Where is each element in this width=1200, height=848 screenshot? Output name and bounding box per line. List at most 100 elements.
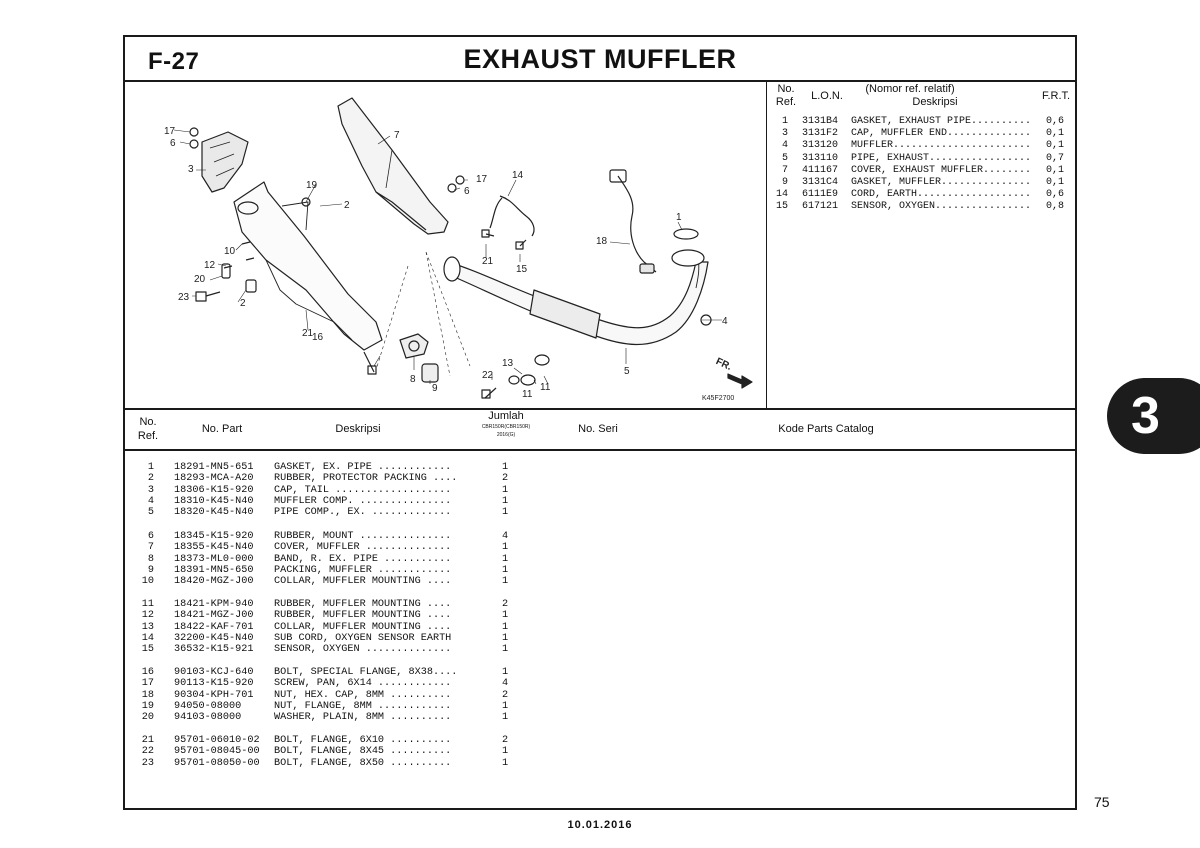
callout-label: 12 bbox=[204, 260, 216, 271]
row-quantity: 2 bbox=[501, 689, 509, 701]
row-quantity: 1 bbox=[501, 495, 509, 507]
row-description: PIPE COMP., EX. ............. bbox=[274, 507, 452, 519]
row-quantity: 1 bbox=[501, 564, 509, 576]
row-part-number: 18422-KAF-701 bbox=[174, 621, 254, 633]
muffler-cover-shape bbox=[337, 97, 449, 235]
frt-row-no: 7 bbox=[781, 164, 788, 176]
callout-label: 9 bbox=[432, 383, 438, 394]
row-quantity: 1 bbox=[501, 462, 509, 473]
row-description: BOLT, FLANGE, 6X10 .......... bbox=[274, 735, 452, 746]
row-part-number: 18291-MN5-651 bbox=[174, 462, 254, 473]
catalyst-shape bbox=[529, 289, 601, 339]
row-part-number: 90304-KPH-701 bbox=[174, 689, 254, 701]
row-ref-no: 10 bbox=[141, 576, 154, 588]
frt-row-val: 0,1 bbox=[1046, 164, 1065, 176]
callout-label: 19 bbox=[306, 180, 318, 191]
frt-row-desc: PIPE, EXHAUST................. bbox=[851, 152, 1032, 164]
callout-label: 15 bbox=[516, 264, 528, 275]
callout-label: 14 bbox=[512, 170, 524, 181]
callout-label: 18 bbox=[596, 236, 608, 247]
diagram-divider bbox=[123, 408, 1077, 410]
callout-label: 17 bbox=[476, 174, 488, 185]
row-ref-no: 4 bbox=[147, 495, 154, 507]
chapter-tab: 3 bbox=[1107, 378, 1200, 454]
callout-label: 11 bbox=[540, 382, 551, 393]
row-quantity: 1 bbox=[501, 553, 509, 565]
row-part-number: 95701-06010-02 bbox=[174, 735, 260, 746]
frt-header-ref: Ref. bbox=[775, 96, 797, 108]
row-description: COLLAR, MUFFLER MOUNTING .... bbox=[274, 576, 452, 588]
row-part-number: 18373-ML0-000 bbox=[174, 553, 254, 565]
chapter-tab-number: 3 bbox=[1131, 387, 1160, 445]
callout-label: 8 bbox=[410, 374, 416, 385]
row-ref-no: 6 bbox=[147, 531, 154, 542]
row-quantity: 1 bbox=[501, 507, 509, 519]
frt-row-desc: GASKET, EXHAUST PIPE.......... bbox=[851, 116, 1032, 127]
frt-row-desc: COVER, EXHAUST MUFFLER........ bbox=[851, 164, 1032, 176]
callout-label: 6 bbox=[170, 138, 176, 149]
callout-label: 4 bbox=[722, 316, 728, 327]
row-description: RUBBER, MUFFLER MOUNTING .... bbox=[274, 599, 452, 610]
row-quantity: 1 bbox=[501, 757, 509, 769]
row-quantity: 1 bbox=[501, 712, 509, 724]
parts-header-deskripsi: Deskripsi bbox=[335, 423, 381, 435]
row-ref-no: 2 bbox=[147, 473, 154, 485]
row-quantity: 1 bbox=[501, 542, 509, 554]
callout-label: 2 bbox=[344, 200, 350, 211]
row-part-number: 18306-K15-920 bbox=[174, 484, 254, 496]
band-shape bbox=[399, 333, 429, 359]
row-ref-no: 23 bbox=[141, 757, 154, 769]
frt-row-no: 14 bbox=[775, 189, 788, 201]
row-ref-no: 13 bbox=[141, 621, 154, 633]
frt-header-lon: L.O.N. bbox=[811, 90, 843, 102]
frt-row-val: 0,1 bbox=[1046, 128, 1065, 140]
parts-header-year: 2016(G) bbox=[496, 432, 516, 438]
row-quantity: 1 bbox=[501, 621, 509, 633]
frt-row-lon: 3131C4 bbox=[802, 177, 839, 188]
frt-row-no: 15 bbox=[775, 201, 788, 213]
callout-label: 23 bbox=[178, 292, 190, 303]
row-quantity: 1 bbox=[501, 700, 509, 712]
parts-header-no: No. bbox=[139, 416, 157, 428]
row-part-number: 18421-KPM-940 bbox=[174, 599, 254, 610]
diagram-code: K45F2700 bbox=[702, 395, 734, 402]
row-description: RUBBER, MUFFLER MOUNTING .... bbox=[274, 610, 452, 622]
row-ref-no: 22 bbox=[141, 746, 154, 758]
row-ref-no: 1 bbox=[147, 462, 154, 473]
frt-row-lon: 411167 bbox=[802, 164, 839, 176]
frt-row-desc: CORD, EARTH................... bbox=[851, 189, 1032, 201]
frt-row-lon: 617121 bbox=[802, 201, 839, 213]
row-quantity: 1 bbox=[501, 746, 509, 758]
row-description: RUBBER, PROTECTOR PACKING .... bbox=[274, 473, 458, 485]
frt-row-val: 0,1 bbox=[1046, 140, 1065, 152]
row-quantity: 2 bbox=[501, 599, 509, 610]
frt-row-lon: 3131B4 bbox=[802, 116, 839, 127]
callout-label: 10 bbox=[224, 246, 236, 257]
frt-row-no: 4 bbox=[781, 140, 788, 152]
exhaust-pipe-shape bbox=[447, 261, 709, 346]
frt-row-val: 0,6 bbox=[1046, 189, 1065, 201]
row-ref-no: 21 bbox=[141, 735, 154, 746]
row-part-number: 18421-MGZ-J00 bbox=[174, 610, 254, 622]
callout-label: 21 bbox=[482, 256, 494, 267]
row-ref-no: 14 bbox=[141, 632, 154, 644]
row-part-number: 18320-K45-N40 bbox=[174, 507, 254, 519]
callout-label: 7 bbox=[394, 130, 400, 141]
row-part-number: 94050-08000 bbox=[174, 700, 242, 712]
table-header-divider bbox=[123, 449, 1077, 451]
frt-row-no: 1 bbox=[781, 116, 788, 127]
row-description: BOLT, FLANGE, 8X50 .......... bbox=[274, 757, 452, 769]
frt-row-no: 3 bbox=[781, 128, 788, 140]
